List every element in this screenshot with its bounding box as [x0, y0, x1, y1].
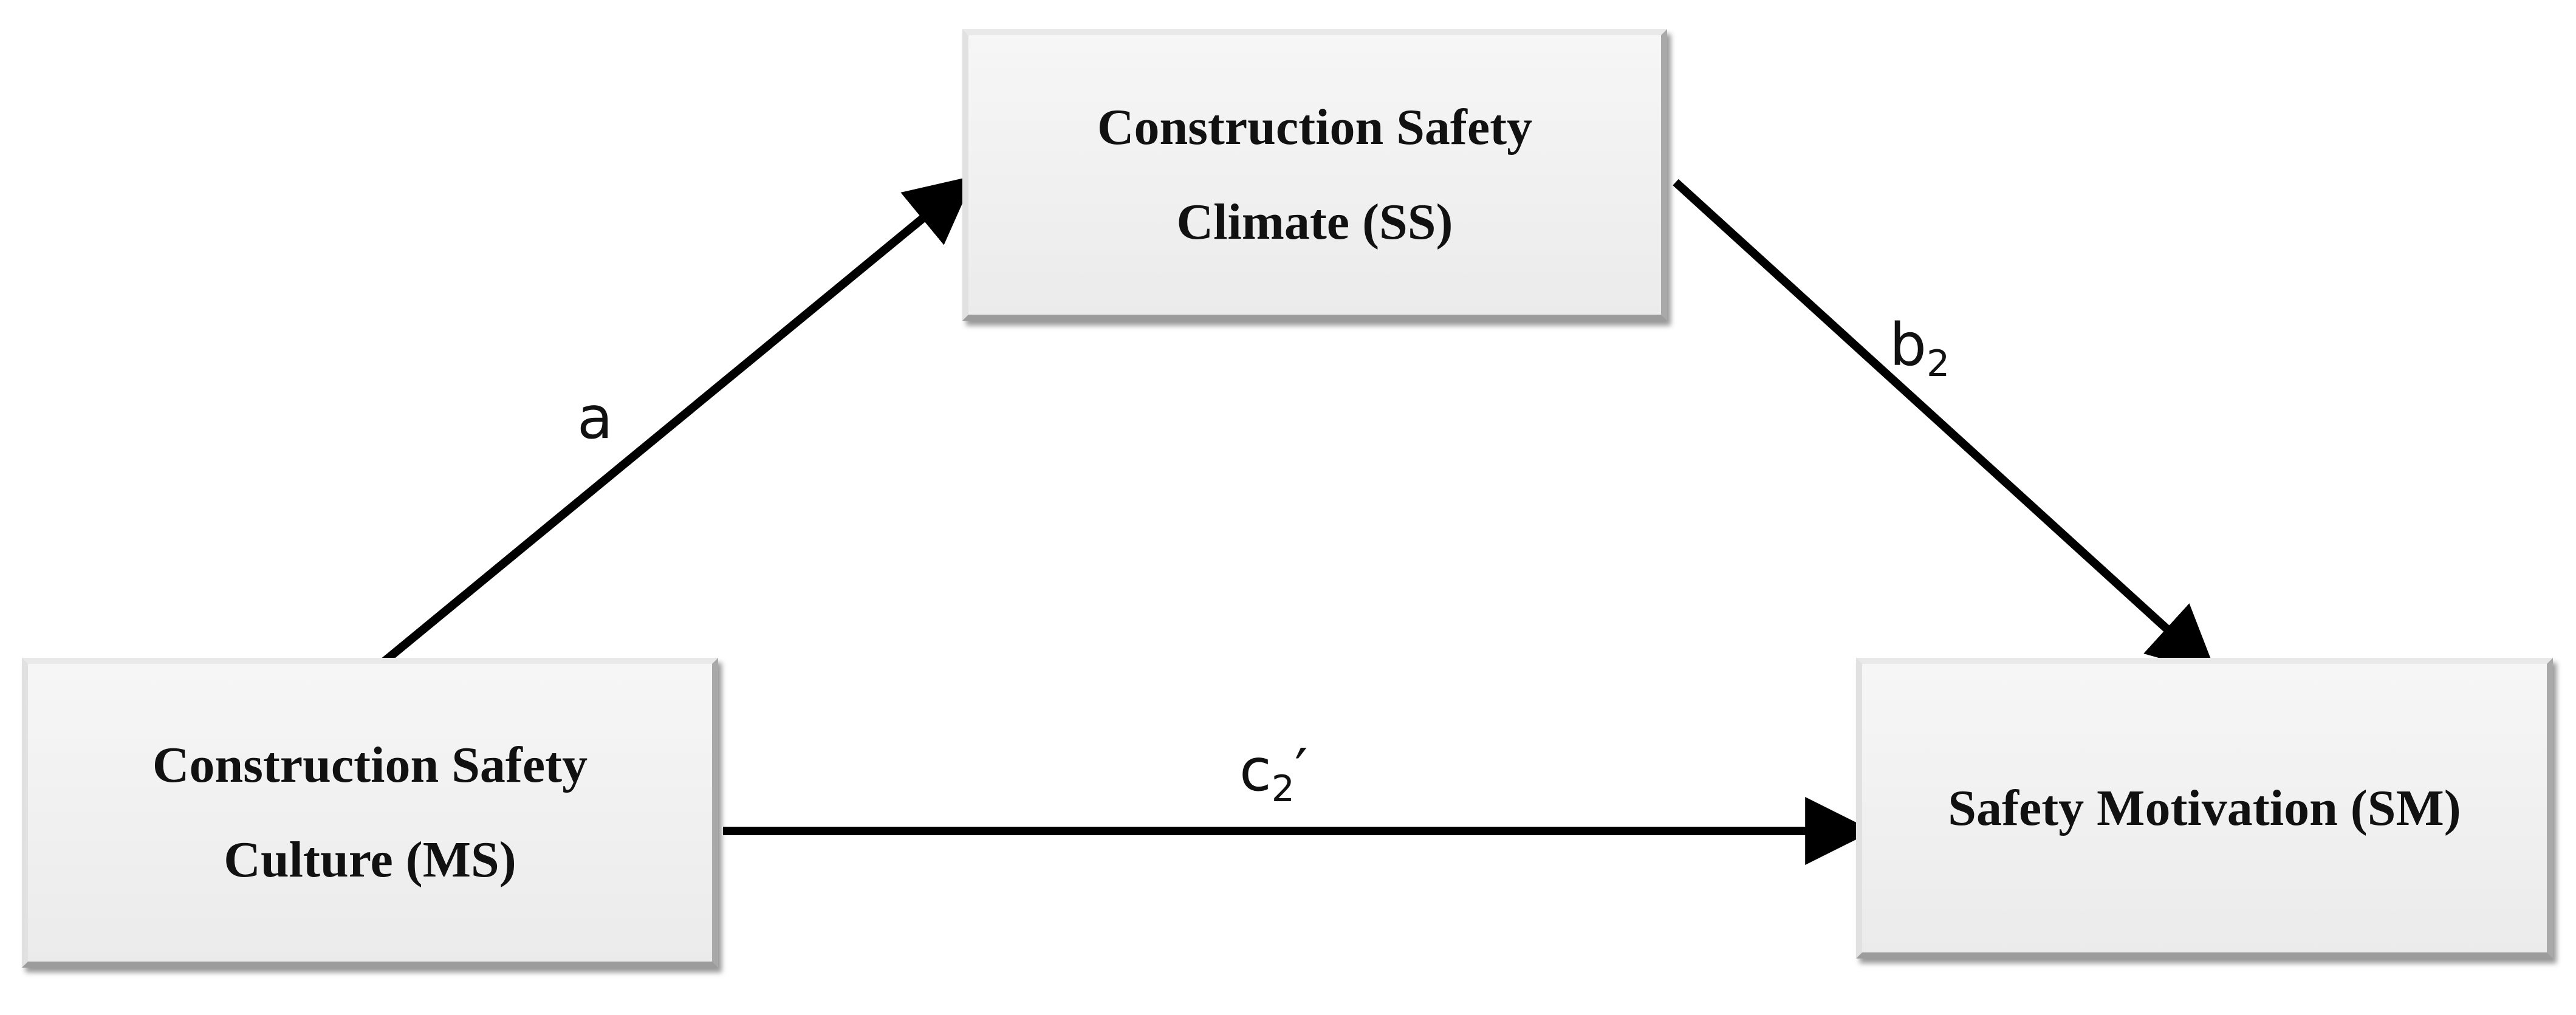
node-safety-motivation: Safety Motivation (SM)	[1856, 658, 2553, 959]
path-b2-label: b2	[1889, 316, 1950, 382]
path-a-text: a	[577, 384, 613, 452]
node-label-line: Culture (MS)	[224, 832, 516, 888]
path-b2-arrow	[1673, 179, 2217, 674]
path-b2-subscript: 2	[1926, 343, 1950, 385]
node-label: Safety Motivation (SM)	[1948, 761, 2461, 856]
node-label-line: Climate (SS)	[1176, 194, 1453, 250]
node-label-line: Construction Safety	[1097, 99, 1533, 155]
node-label: Construction Safety Culture (MS)	[152, 718, 587, 907]
node-label-line: Safety Motivation (SM)	[1948, 779, 2461, 836]
path-c2-base: c	[1239, 736, 1272, 804]
path-c2-prime-label: c2′	[1239, 741, 1308, 807]
path-a-label: a	[577, 389, 613, 447]
node-construction-safety-culture: Construction Safety Culture (MS)	[22, 658, 718, 968]
path-c2-subscript: 2	[1271, 768, 1295, 810]
path-c2-prime-mark: ′	[1294, 736, 1308, 804]
node-label: Construction Safety Climate (SS)	[1097, 80, 1532, 270]
path-a-arrow	[377, 175, 975, 669]
node-label-line: Construction Safety	[152, 737, 588, 793]
node-construction-safety-climate: Construction Safety Climate (SS)	[962, 29, 1667, 321]
path-b2-base: b	[1889, 311, 1927, 379]
